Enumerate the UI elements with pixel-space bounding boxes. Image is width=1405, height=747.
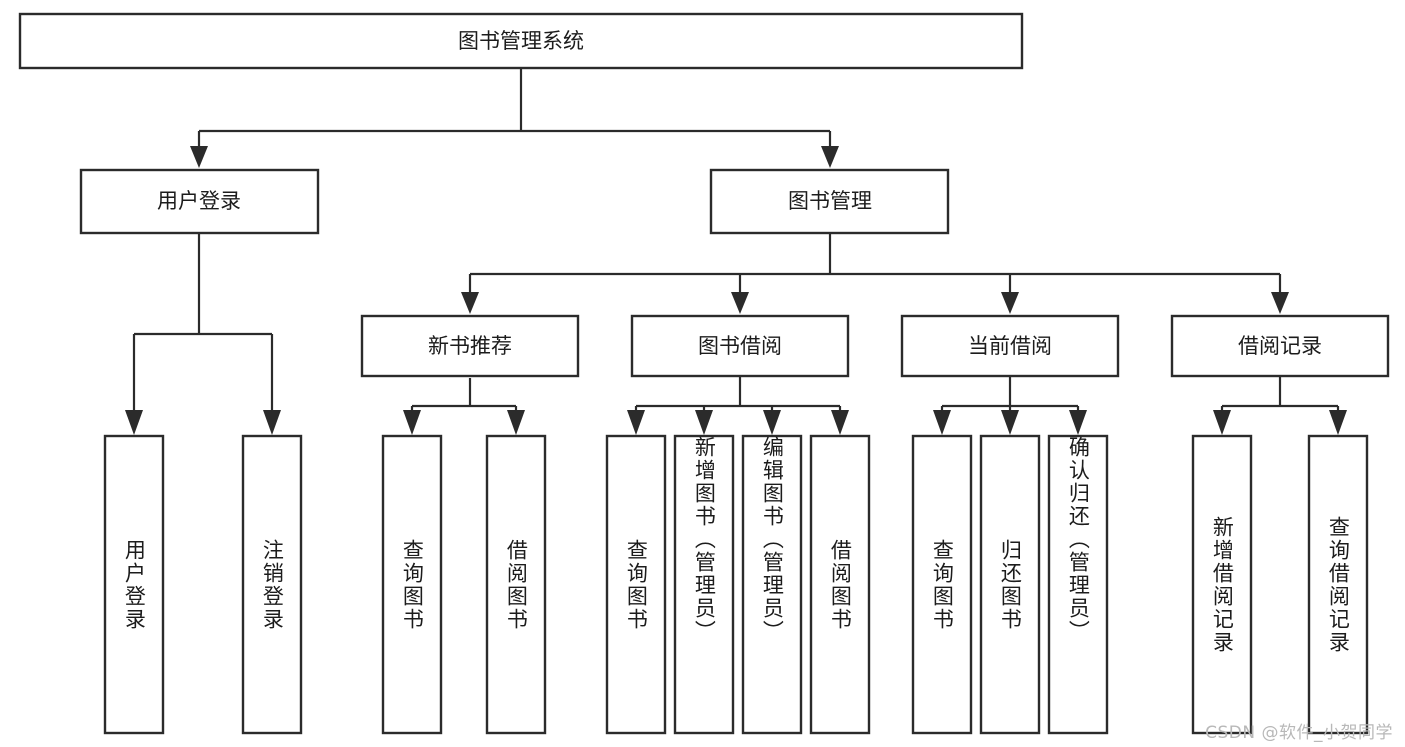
node-borrow-records-label: 借阅记录 bbox=[1238, 334, 1322, 358]
leaf-box-current-query[interactable] bbox=[911, 434, 973, 735]
connector-group bbox=[125, 69, 1347, 435]
leaf-box-user-login[interactable] bbox=[103, 434, 165, 735]
arrow-head-book-borrow bbox=[731, 292, 749, 314]
leaf-box-borrow-query[interactable] bbox=[605, 434, 667, 735]
arrow-head-borrow-records-leaf-2 bbox=[1329, 410, 1347, 435]
node-borrow-records-box[interactable] bbox=[1170, 314, 1390, 378]
node-current-borrow-label: 当前借阅 bbox=[968, 334, 1052, 358]
node-new-book-recommend-label: 新书推荐 bbox=[428, 334, 512, 358]
node-root-box[interactable] bbox=[18, 12, 1024, 70]
node-book-manage-box[interactable] bbox=[709, 168, 950, 235]
leaf-box-record-add[interactable] bbox=[1191, 434, 1253, 735]
arrow-head-new-book-leaf-2 bbox=[507, 410, 525, 435]
node-borrow-records[interactable]: 借阅记录 bbox=[1170, 314, 1390, 378]
leaf-box-record-query[interactable] bbox=[1307, 434, 1369, 735]
node-user-login-label: 用户登录 bbox=[157, 189, 241, 213]
arrow-head-book-borrow-leaf-2 bbox=[695, 410, 713, 435]
node-current-borrow-box[interactable] bbox=[900, 314, 1120, 378]
leaf-box-current-confirm[interactable] bbox=[1047, 434, 1109, 735]
arrow-head-current-borrow-leaf-3 bbox=[1069, 410, 1087, 435]
node-new-book-recommend-box[interactable] bbox=[360, 314, 580, 378]
arrow-head-user-login bbox=[190, 146, 208, 168]
node-book-borrow-label: 图书借阅 bbox=[698, 334, 782, 358]
node-book-borrow-box[interactable] bbox=[630, 314, 850, 378]
arrow-head-leaf-logout bbox=[263, 410, 281, 435]
arrow-head-book-borrow-leaf-4 bbox=[831, 410, 849, 435]
leaf-box-logout[interactable] bbox=[241, 434, 303, 735]
arrow-head-borrow-records bbox=[1271, 292, 1289, 314]
leaf-box-borrow-edit[interactable] bbox=[741, 434, 803, 735]
node-book-borrow[interactable]: 图书借阅 bbox=[630, 314, 850, 378]
leaf-box-borrow-add[interactable] bbox=[673, 434, 735, 735]
arrow-head-book-borrow-leaf-1 bbox=[627, 410, 645, 435]
leaf-box-borrow-lend[interactable] bbox=[809, 434, 871, 735]
leaf-box-new-book-borrow[interactable] bbox=[485, 434, 547, 735]
leaf-box-new-book-query[interactable] bbox=[381, 434, 443, 735]
node-new-book-recommend[interactable]: 新书推荐 bbox=[360, 314, 580, 378]
arrow-head-current-borrow-leaf-1 bbox=[933, 410, 951, 435]
arrow-head-current-borrow bbox=[1001, 292, 1019, 314]
arrow-head-borrow-records-leaf-1 bbox=[1213, 410, 1231, 435]
arrow-head-book-borrow-leaf-3 bbox=[763, 410, 781, 435]
node-root[interactable]: 图书管理系统 bbox=[18, 12, 1024, 70]
arrow-head-new-book-recommend bbox=[461, 292, 479, 314]
arrow-head-current-borrow-leaf-2 bbox=[1001, 410, 1019, 435]
node-book-manage-label: 图书管理 bbox=[788, 189, 872, 213]
arrow-head-new-book-leaf-1 bbox=[403, 410, 421, 435]
watermark-text: CSDN @软件_小贺同学 bbox=[1205, 723, 1393, 743]
leaf-box-group bbox=[103, 434, 1369, 735]
node-book-manage[interactable]: 图书管理 bbox=[709, 168, 950, 235]
node-user-login[interactable]: 用户登录 bbox=[79, 168, 320, 235]
arrow-head-book-manage bbox=[821, 146, 839, 168]
leaf-box-current-return[interactable] bbox=[979, 434, 1041, 735]
node-current-borrow[interactable]: 当前借阅 bbox=[900, 314, 1120, 378]
arrow-head-leaf-user-login bbox=[125, 410, 143, 435]
node-user-login-box[interactable] bbox=[79, 168, 320, 235]
node-root-label: 图书管理系统 bbox=[458, 29, 584, 53]
